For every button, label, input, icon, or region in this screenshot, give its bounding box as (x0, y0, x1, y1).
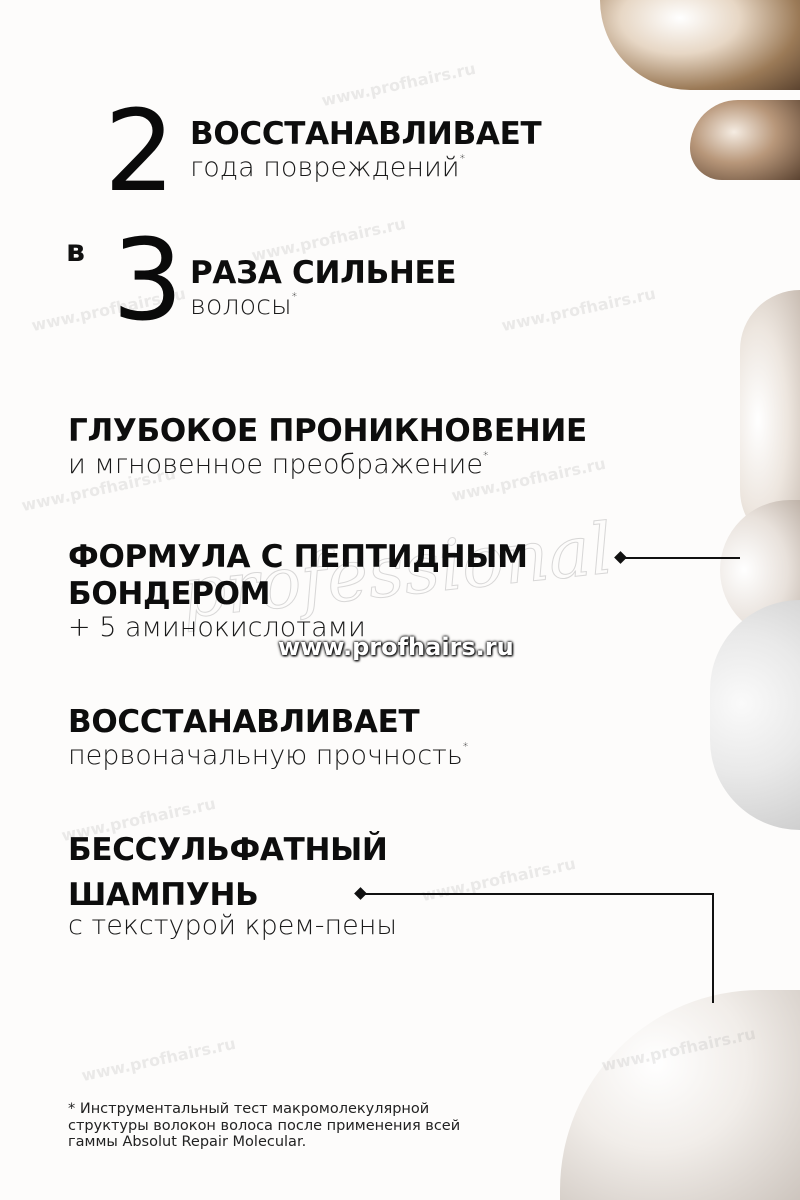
stat-title: РАЗА СИЛЬНЕЕ (190, 255, 457, 291)
feature-subtitle: + 5 аминокислотами (68, 612, 366, 643)
feature-subtitle-text: первоначальную прочность (68, 740, 463, 771)
stat-prefix: в (66, 234, 85, 269)
footnote: * Инструментальный тест макромолекулярно… (68, 1101, 461, 1151)
feature-title-line: ШАМПУНЬ (68, 876, 259, 913)
footnote-mark: * (482, 449, 489, 462)
feature-subtitle: и мгновенное преображение* (68, 449, 488, 481)
feature-title: ФОРМУЛА С ПЕПТИДНЫМ БОНДЕРОМ (68, 539, 528, 613)
connector-line (712, 893, 714, 1003)
feature-title: ГЛУБОКОЕ ПРОНИКНОВЕНИЕ (68, 413, 587, 449)
stat-subtitle: волосы* (190, 290, 297, 322)
cream-drop-bottom (560, 990, 800, 1200)
watermark: www.profhairs.ru (79, 1033, 238, 1086)
stat-number: 3 (112, 216, 184, 346)
stat-subtitle: года повреждений* (190, 152, 465, 184)
stat-subtitle-text: волосы (190, 290, 292, 321)
feature-title: БЕССУЛЬФАТНЫЙ ШАМПУНЬ (68, 828, 388, 918)
footnote-mark: * (462, 740, 469, 753)
connector-line (362, 893, 714, 895)
watermark: www.profhairs.ru (419, 853, 578, 906)
foam-texture (710, 600, 800, 830)
stat-number: 2 (104, 87, 176, 217)
footnote-mark: * (459, 152, 466, 165)
watermark-main: www.profhairs.ru (278, 633, 514, 661)
stat-subtitle-text: года повреждений (190, 152, 460, 183)
gold-droplet-small (690, 100, 800, 180)
feature-title-line: ФОРМУЛА С ПЕПТИДНЫМ (68, 539, 528, 575)
feature-subtitle-text: и мгновенное преображение (68, 449, 483, 480)
stat-title: ВОССТАНАВЛИВАЕТ (190, 116, 542, 152)
feature-title-line: БОНДЕРОМ (68, 576, 271, 613)
watermark: www.profhairs.ru (499, 283, 658, 336)
watermark: www.profhairs.ru (319, 58, 478, 111)
feature-subtitle: с текстурой крем-пены (68, 910, 398, 941)
feature-title-line: БЕССУЛЬФАТНЫЙ (68, 832, 388, 868)
connector-line (622, 557, 740, 559)
gold-droplet-top (600, 0, 800, 90)
footnote-mark: * (291, 290, 298, 303)
feature-title: ВОССТАНАВЛИВАЕТ (68, 704, 420, 740)
feature-subtitle: первоначальную прочность* (68, 740, 468, 772)
